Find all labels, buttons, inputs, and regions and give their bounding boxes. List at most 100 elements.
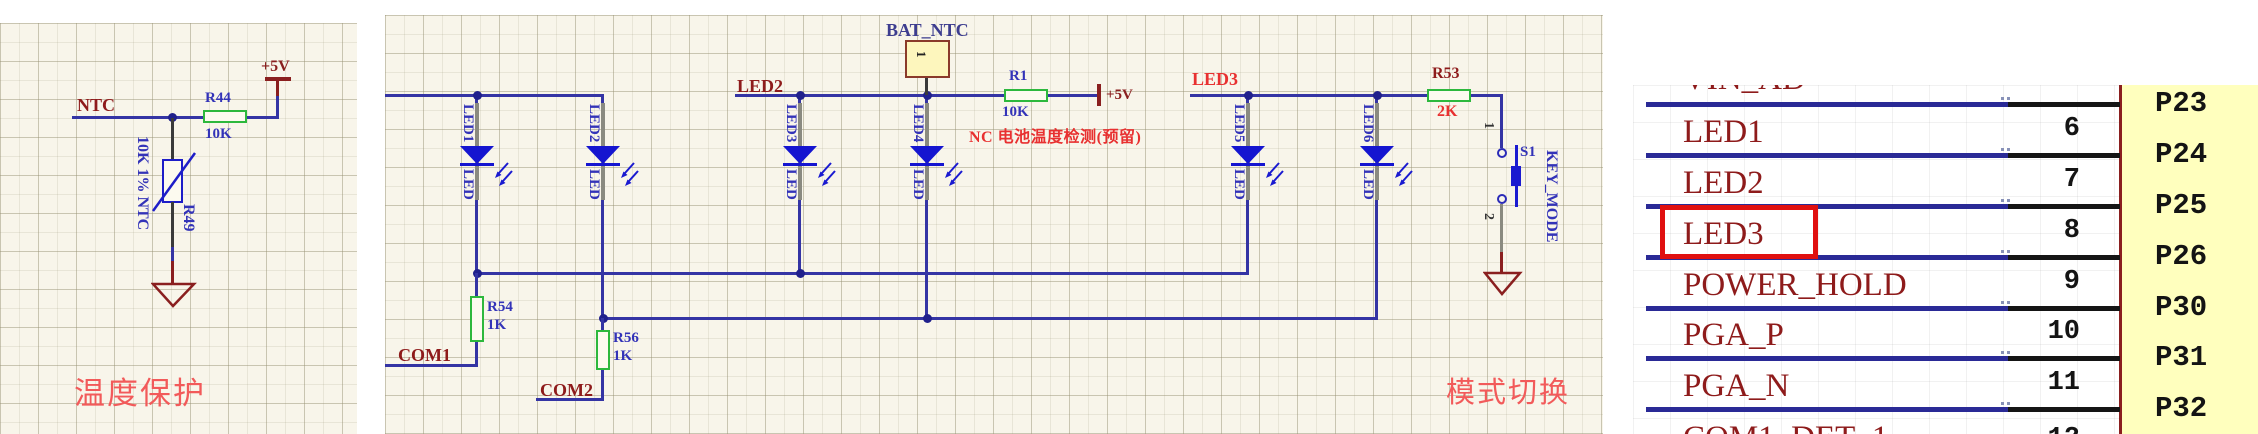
led1-designator: LED1 bbox=[460, 104, 476, 143]
wire-rail-led1[interactable] bbox=[385, 94, 604, 97]
pin-line[interactable] bbox=[2008, 204, 2120, 209]
resistor-r44-value: 10K bbox=[205, 126, 232, 142]
pin-number: 8 bbox=[2063, 216, 2080, 246]
net-label-pga-p[interactable]: PGA_P bbox=[1683, 317, 1784, 353]
wire-led2-chain[interactable] bbox=[601, 94, 604, 318]
wire-rail-led3[interactable] bbox=[1190, 94, 1503, 97]
pin-name: P31 bbox=[2155, 341, 2208, 374]
pin-number: 9 bbox=[2063, 267, 2080, 297]
net-label-power-hold[interactable]: POWER_HOLD bbox=[1683, 267, 1907, 303]
net-wire[interactable] bbox=[1646, 153, 2010, 158]
pin-line[interactable] bbox=[2008, 102, 2120, 107]
wire-switch-top[interactable] bbox=[1500, 94, 1503, 148]
led-emission-arrows-icon bbox=[945, 162, 963, 186]
pin-line[interactable] bbox=[2008, 407, 2120, 412]
net-wire[interactable] bbox=[1646, 204, 2010, 209]
net-label-led3-highlighted[interactable]: LED3 bbox=[1192, 69, 1239, 89]
testpoint-bat-ntc[interactable] bbox=[905, 40, 950, 78]
ground-symbol[interactable] bbox=[1483, 271, 1523, 296]
thermistor-r49-value: 10K 1% NTC bbox=[134, 136, 151, 231]
led-emission-arrows-icon bbox=[621, 162, 639, 186]
testpoint-bat-ntc-label[interactable]: BAT_NTC bbox=[886, 20, 969, 40]
net-label-com1[interactable]: COM1 bbox=[398, 345, 451, 365]
net-label-led2[interactable]: LED2 bbox=[1683, 165, 1764, 201]
switch-contact-1 bbox=[1497, 148, 1507, 158]
resistor-r1-value: 10K bbox=[1002, 104, 1029, 120]
net-label-pga-n[interactable]: PGA_N bbox=[1683, 368, 1790, 404]
led-triangle bbox=[1360, 146, 1394, 164]
led6-designator: LED6 bbox=[1360, 104, 1376, 143]
junction-dot bbox=[796, 91, 805, 100]
wire-com1[interactable] bbox=[385, 364, 478, 367]
wire-r44-to-5v[interactable] bbox=[245, 116, 279, 119]
net-wire[interactable] bbox=[1646, 255, 2010, 260]
led-cathode-bar bbox=[586, 163, 620, 166]
power-5v-bar[interactable] bbox=[1097, 84, 1101, 106]
switch-pin2-number: 2 bbox=[1481, 213, 1496, 220]
led-cathode-bar bbox=[910, 163, 944, 166]
gnd-stem bbox=[1500, 252, 1503, 272]
led-triangle bbox=[910, 146, 944, 164]
resistor-r54[interactable] bbox=[470, 296, 484, 342]
led-emission-arrows-icon bbox=[1395, 162, 1413, 186]
led-comment: LED bbox=[910, 169, 926, 200]
power-5v-bar[interactable] bbox=[265, 77, 291, 81]
gnd-stem bbox=[171, 261, 174, 284]
wire-r49-gnd[interactable] bbox=[171, 247, 174, 262]
net-label[interactable]: VIN_AD bbox=[1683, 85, 1806, 99]
wire-5v-drop[interactable] bbox=[276, 95, 279, 118]
pin-line[interactable] bbox=[2008, 356, 2120, 361]
junction-dot bbox=[168, 113, 177, 122]
junction-dot bbox=[473, 91, 482, 100]
wire-led4-chain[interactable] bbox=[925, 94, 928, 318]
wire-com2[interactable] bbox=[536, 398, 604, 401]
power-5v-stem bbox=[276, 80, 279, 96]
component-body bbox=[2119, 85, 2258, 434]
wire-led6-chain[interactable] bbox=[1375, 94, 1378, 318]
led-triangle bbox=[586, 146, 620, 164]
net-label-com2[interactable]: COM2 bbox=[540, 380, 593, 400]
mcu-pin-fragment: VIN_AD 5 P23 LED1 6 P24 LED2 7 P25 LED bbox=[1633, 85, 2258, 434]
led-cathode-bar bbox=[460, 163, 494, 166]
ground-symbol[interactable] bbox=[151, 282, 197, 308]
pin-line[interactable] bbox=[2008, 255, 2120, 260]
switch-pin1-number: 1 bbox=[1481, 122, 1496, 129]
resistor-r44[interactable] bbox=[203, 110, 247, 123]
pin-number: 5 bbox=[2020, 85, 2080, 94]
pin-name: P23 bbox=[2155, 87, 2208, 120]
wire-bus-com1[interactable] bbox=[476, 272, 1249, 275]
pin-name: P25 bbox=[2155, 189, 2208, 222]
led-triangle bbox=[1231, 146, 1265, 164]
pin-line[interactable] bbox=[2008, 153, 2120, 158]
led-cathode-bar bbox=[1360, 163, 1394, 166]
resistor-r1[interactable] bbox=[1004, 89, 1048, 102]
net-label[interactable]: COM1_DET_1 bbox=[1683, 418, 1888, 434]
switch-button bbox=[1511, 166, 1521, 186]
resistor-r54-designator: R54 bbox=[487, 299, 513, 315]
resistor-r1-designator: R1 bbox=[1009, 68, 1028, 84]
pin-line[interactable] bbox=[2008, 306, 2120, 311]
led4-designator: LED4 bbox=[910, 104, 926, 143]
pin-number: 11 bbox=[2047, 368, 2080, 398]
led-comment: LED bbox=[1231, 169, 1247, 200]
junction-dot bbox=[1373, 91, 1382, 100]
wire-ntc[interactable] bbox=[72, 116, 204, 119]
net-label-led2[interactable]: LED2 bbox=[737, 76, 784, 96]
selection-box-led3 bbox=[1660, 205, 1818, 259]
net-label-led3[interactable]: LED3 bbox=[1683, 216, 1764, 252]
resistor-r53[interactable] bbox=[1427, 89, 1471, 102]
net-wire[interactable] bbox=[1646, 102, 2010, 107]
wire-bus-com2[interactable] bbox=[601, 317, 1378, 320]
net-wire[interactable] bbox=[1646, 306, 2010, 311]
resistor-r56-designator: R56 bbox=[613, 330, 639, 346]
net-label-ntc[interactable]: NTC bbox=[77, 95, 116, 115]
resistor-r53-designator: R53 bbox=[1432, 65, 1460, 82]
wire-rail-led2[interactable] bbox=[735, 94, 1098, 97]
pin-number: 12 bbox=[2020, 423, 2080, 434]
resistor-r56[interactable] bbox=[596, 330, 610, 370]
net-wire[interactable] bbox=[1646, 407, 2010, 412]
net-wire[interactable] bbox=[1646, 356, 2010, 361]
r49-pin-bottom bbox=[171, 202, 174, 248]
net-label-led1[interactable]: LED1 bbox=[1683, 114, 1764, 150]
